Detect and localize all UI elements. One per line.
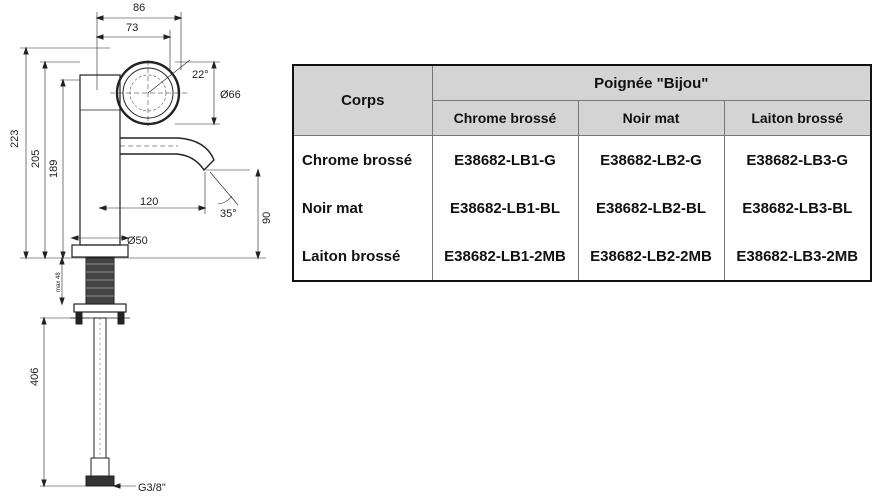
dimension-406-line: [40, 316, 90, 488]
dimension-73-line: [95, 30, 172, 70]
label-90: 90: [261, 212, 273, 224]
dimension-205-line: [40, 60, 80, 260]
table-header-row: Corps Poignée "Bijou": [292, 64, 872, 136]
supply-hose: [85, 317, 136, 489]
table-cell: E38682-LB3-2MB: [723, 232, 872, 281]
dimension-50-line: [70, 235, 130, 241]
faucet-technical-drawing: 86 73 22° Ø66 223 205 189 120 35° 90 Ø50…: [9, 2, 273, 494]
table-row: Chrome brossé E38682-LB1-G E38682-LB2-G …: [292, 135, 872, 184]
label-22: 22°: [192, 69, 209, 81]
label-86: 86: [133, 2, 145, 14]
column-header-laiton: Laiton brossé: [723, 100, 872, 136]
threaded-shank: [70, 257, 130, 325]
table-cell: E38682-LB3-BL: [723, 184, 872, 232]
dimension-66-line: [175, 60, 220, 126]
label-max48: max 48: [56, 272, 62, 292]
row-label: Laiton brossé: [292, 232, 433, 281]
column-header-noir: Noir mat: [577, 100, 725, 136]
dimension-max48-line: [59, 256, 65, 306]
dimension-223-line: [20, 46, 110, 260]
dimension-189-line: [60, 78, 80, 260]
label-223: 223: [9, 130, 21, 148]
group-header-poignee: Poignée "Bijou": [431, 64, 872, 101]
column-header-chrome: Chrome brossé: [431, 100, 579, 136]
dimension-86-line: [95, 12, 183, 90]
row-label: Noir mat: [292, 184, 433, 232]
table-cell: E38682-LB1-2MB: [431, 232, 579, 281]
reference-table: Corps Poignée "Bijou" Chrome brossé Noir…: [292, 64, 872, 282]
row-label: Chrome brossé: [292, 135, 433, 184]
table-cell: E38682-LB1-G: [431, 135, 579, 184]
label-205: 205: [30, 150, 42, 168]
table-subheader-row: Chrome brossé Noir mat Laiton brossé: [293, 100, 872, 136]
label-189: 189: [48, 160, 60, 178]
table-row: Noir mat E38682-LB1-BL E38682-LB2-BL E38…: [292, 184, 872, 232]
label-50: Ø50: [127, 235, 148, 247]
table-cell: E38682-LB2-G: [577, 135, 725, 184]
label-66: Ø66: [220, 89, 241, 101]
dimension-90-line: [140, 168, 266, 260]
table-cell: E38682-LB2-BL: [577, 184, 725, 232]
table-cell: E38682-LB3-G: [723, 135, 872, 184]
label-g38: G3/8": [138, 482, 166, 494]
handle-bijou: [110, 59, 191, 126]
label-35: 35°: [220, 208, 237, 220]
faucet-body: [71, 74, 129, 258]
dimension-120-line: [98, 172, 207, 214]
label-73: 73: [126, 22, 138, 34]
table-cell: E38682-LB2-2MB: [577, 232, 725, 281]
label-120: 120: [140, 196, 158, 208]
label-406: 406: [29, 368, 41, 386]
spout: [120, 137, 250, 206]
table-cell: E38682-LB1-BL: [431, 184, 579, 232]
table-row: Laiton brossé E38682-LB1-2MB E38682-LB2-…: [292, 232, 872, 281]
corner-header-corps: Corps: [292, 64, 433, 136]
